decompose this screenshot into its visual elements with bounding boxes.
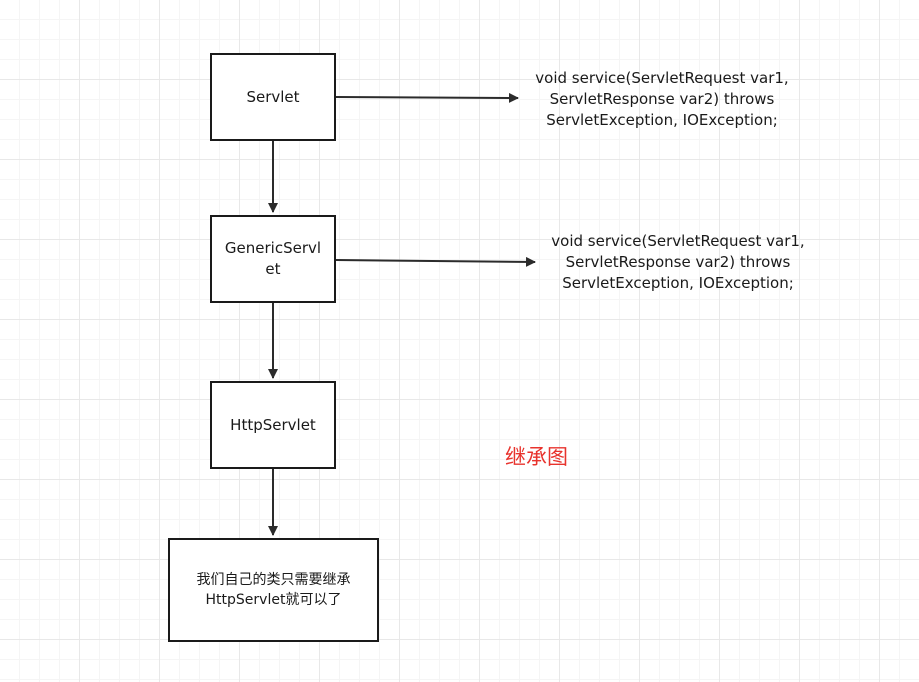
arrow-generic-to-note [335,256,536,267]
arrow-servlet-to-note [335,92,519,103]
node-http-servlet: HttpServlet [210,381,336,469]
diagram-title: 继承图 [505,445,568,469]
node-servlet: Servlet [210,53,336,141]
note-generic-servlet-service-method: void service(ServletRequest var1, Servle… [551,232,805,292]
note-servlet-service-method: void service(ServletRequest var1, Servle… [535,69,789,129]
node-own-class: 我们自己的类只需要继承 HttpServlet就可以了 [168,538,379,642]
node-generic-servlet: GenericServl et [210,215,336,303]
